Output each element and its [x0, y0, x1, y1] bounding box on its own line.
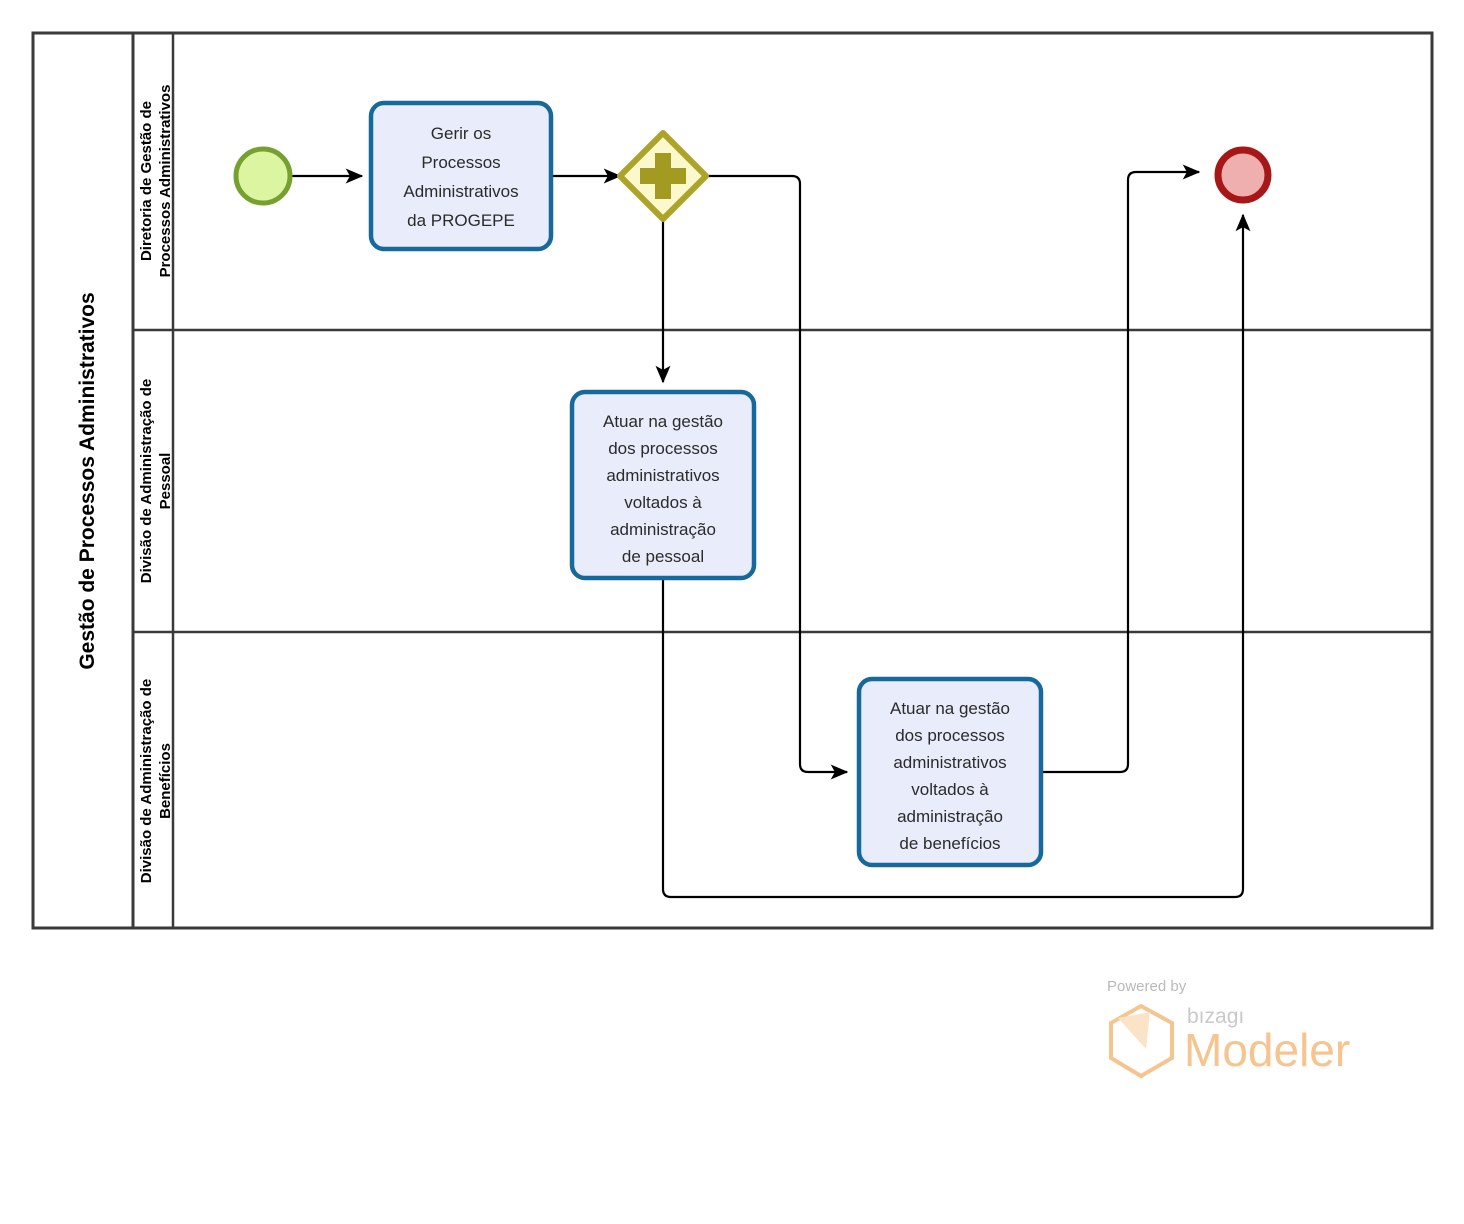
task-atuar-pessoal[interactable]: Atuar na gestão dos processos administra…	[569, 389, 757, 581]
lane-pessoal[interactable]: Divisão de Administração de Pessoal	[133, 330, 1432, 634]
task-gerir-processos-box	[368, 100, 554, 252]
end-event[interactable]	[1214, 146, 1272, 204]
task-atuar-beneficios-line-3: administrativos	[893, 753, 1006, 772]
task-atuar-beneficios-line-5: administração	[897, 807, 1003, 826]
pool-container[interactable]: Gestão de Processos Administrativos	[31, 31, 1434, 930]
lane-diretoria[interactable]: Diretoria de Gestão de Processos Adminis…	[133, 33, 1432, 332]
lane-diretoria-label-line2: Processos Administrativos	[157, 85, 174, 278]
start-event-circle	[233, 146, 293, 206]
modeler-wordmark: Modeler	[1184, 1024, 1350, 1076]
flow-beneficios-to-end	[1041, 164, 1201, 774]
bizagi-hexagon-icon	[1109, 1003, 1174, 1079]
parallel-gateway[interactable]	[617, 130, 709, 222]
lane-beneficios-label-line1: Divisão de Administração de	[138, 679, 155, 884]
task-gerir-processos-line-2: Processos	[421, 153, 500, 172]
start-event[interactable]	[233, 146, 293, 206]
bizagi-wordmark: bızagı	[1187, 1005, 1244, 1028]
task-atuar-beneficios-line-1: Atuar na gestão	[890, 699, 1010, 718]
lane-diretoria-label-line1: Diretoria de Gestão de	[138, 101, 155, 261]
task-atuar-pessoal-line-3: administrativos	[606, 466, 719, 485]
task-gerir-processos-line-4: da PROGEPE	[407, 211, 515, 230]
task-atuar-pessoal-line-1: Atuar na gestão	[603, 412, 723, 431]
end-event-circle	[1214, 146, 1272, 204]
task-gerir-processos-line-3: Administrativos	[403, 182, 518, 201]
bizagi-modeler-logo: Powered by bızagı Modeler	[1107, 978, 1350, 1079]
task-gerir-processos[interactable]: Gerir os Processos Administrativos da PR…	[368, 100, 554, 252]
task-atuar-beneficios-line-4: voltados à	[911, 780, 989, 799]
task-atuar-pessoal-line-4: voltados à	[624, 493, 702, 512]
task-atuar-pessoal-line-5: administração	[610, 520, 716, 539]
lane-pessoal-label-line1: Divisão de Administração de	[138, 379, 155, 584]
plus-icon	[640, 153, 686, 199]
lane-beneficios-label-line2: Benefícios	[157, 743, 174, 819]
task-atuar-pessoal-line-6: de pessoal	[622, 547, 704, 566]
flow-gateway-to-beneficios	[706, 174, 849, 780]
lane-pessoal-label-line2: Pessoal	[157, 453, 174, 510]
hexagon-outline	[1109, 1003, 1174, 1079]
pool-outer-border	[31, 31, 1434, 930]
task-atuar-beneficios[interactable]: Atuar na gestão dos processos administra…	[856, 676, 1044, 868]
task-atuar-beneficios-line-6: de benefícios	[899, 834, 1000, 853]
flow-pessoal-to-end	[661, 213, 1251, 899]
powered-by-label: Powered by	[1107, 978, 1187, 995]
hexagon-inner-shape	[1118, 1012, 1150, 1049]
task-atuar-beneficios-box	[856, 676, 1044, 868]
task-gerir-processos-line-1: Gerir os	[431, 124, 491, 143]
task-atuar-beneficios-line-2: dos processos	[895, 726, 1005, 745]
sequence-flows	[292, 164, 1251, 899]
task-atuar-pessoal-line-2: dos processos	[608, 439, 718, 458]
pool-title: Gestão de Processos Administrativos	[76, 292, 99, 669]
task-atuar-pessoal-box	[569, 389, 757, 581]
lane-beneficios[interactable]: Divisão de Administração de Benefícios	[138, 632, 175, 928]
